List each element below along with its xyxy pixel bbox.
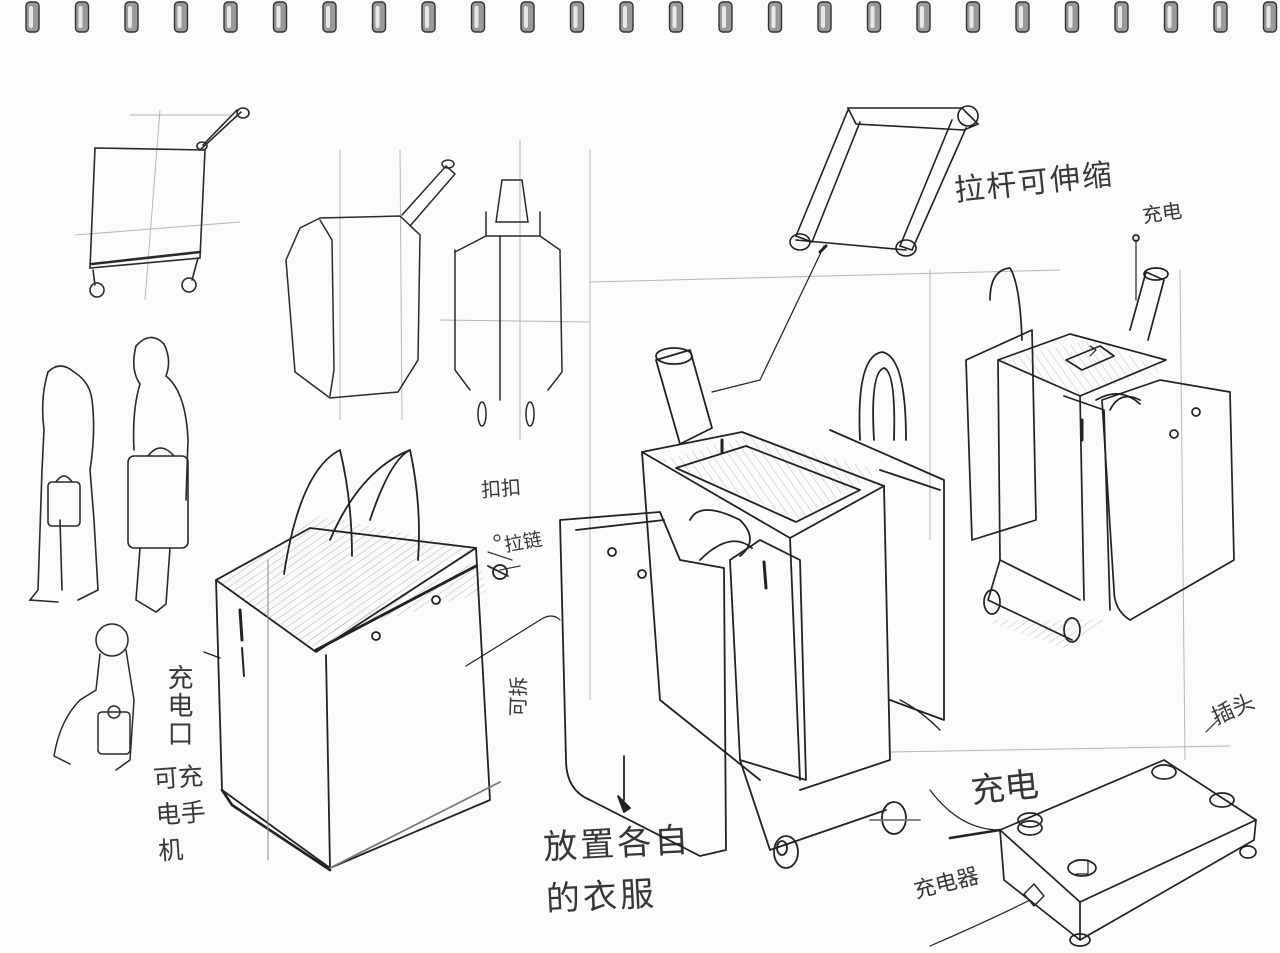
thumbnail-bag-perspective <box>285 159 457 399</box>
charging-base-sketch <box>929 759 1257 947</box>
note-charging-wave: 充电 <box>968 764 1041 812</box>
binding-ring <box>767 1 783 33</box>
spiral-binding-icon <box>25 1 1278 33</box>
binding-ring <box>1015 1 1030 33</box>
binding-ring <box>916 1 931 33</box>
binding-ring <box>322 1 337 33</box>
note-buckle: 扣扣 <box>480 475 522 502</box>
binding-ring <box>421 1 436 33</box>
binding-ring <box>470 1 486 33</box>
binding-ring <box>520 1 535 33</box>
figure-child-with-bag <box>53 623 135 771</box>
binding-ring <box>965 1 981 33</box>
note-charging-top: 充电 <box>1140 198 1184 228</box>
perspective-guides <box>74 109 1231 761</box>
figure-man-with-bag <box>127 336 189 613</box>
secondary-trolley-case <box>965 234 1235 650</box>
thumbnail-tote-side <box>454 179 563 427</box>
note-clothes-storage: 放置各自的衣服 <box>542 820 693 920</box>
binding-ring <box>1262 1 1278 33</box>
binding-ring <box>124 1 139 33</box>
removable-clothes-panel <box>559 511 727 857</box>
binding-ring <box>1163 1 1179 33</box>
telescopic-handle-sketch <box>711 105 980 393</box>
binding-ring <box>371 1 387 33</box>
main-tote-bag <box>203 449 561 872</box>
binding-ring <box>619 1 634 33</box>
note-phone-charging: 可充电手机 <box>152 761 207 866</box>
thumbnail-suitcase-front <box>89 107 250 298</box>
binding-ring <box>223 1 238 33</box>
figure-woman-with-bag <box>28 365 99 603</box>
binding-ring <box>668 1 684 33</box>
binding-ring <box>1064 1 1080 33</box>
binding-ring <box>74 1 90 33</box>
binding-ring <box>569 1 585 33</box>
binding-ring <box>1114 1 1129 33</box>
binding-ring <box>718 1 733 33</box>
binding-ring <box>25 1 40 33</box>
binding-ring <box>1213 1 1228 33</box>
main-trolley-case <box>641 347 945 869</box>
note-charging-port: 充电口 <box>163 664 193 748</box>
binding-ring <box>817 1 832 33</box>
annotation-leaders <box>487 534 1219 733</box>
binding-ring <box>173 1 189 33</box>
binding-ring <box>272 1 288 33</box>
note-removable: 可拆 <box>505 676 531 717</box>
binding-ring <box>866 1 882 33</box>
